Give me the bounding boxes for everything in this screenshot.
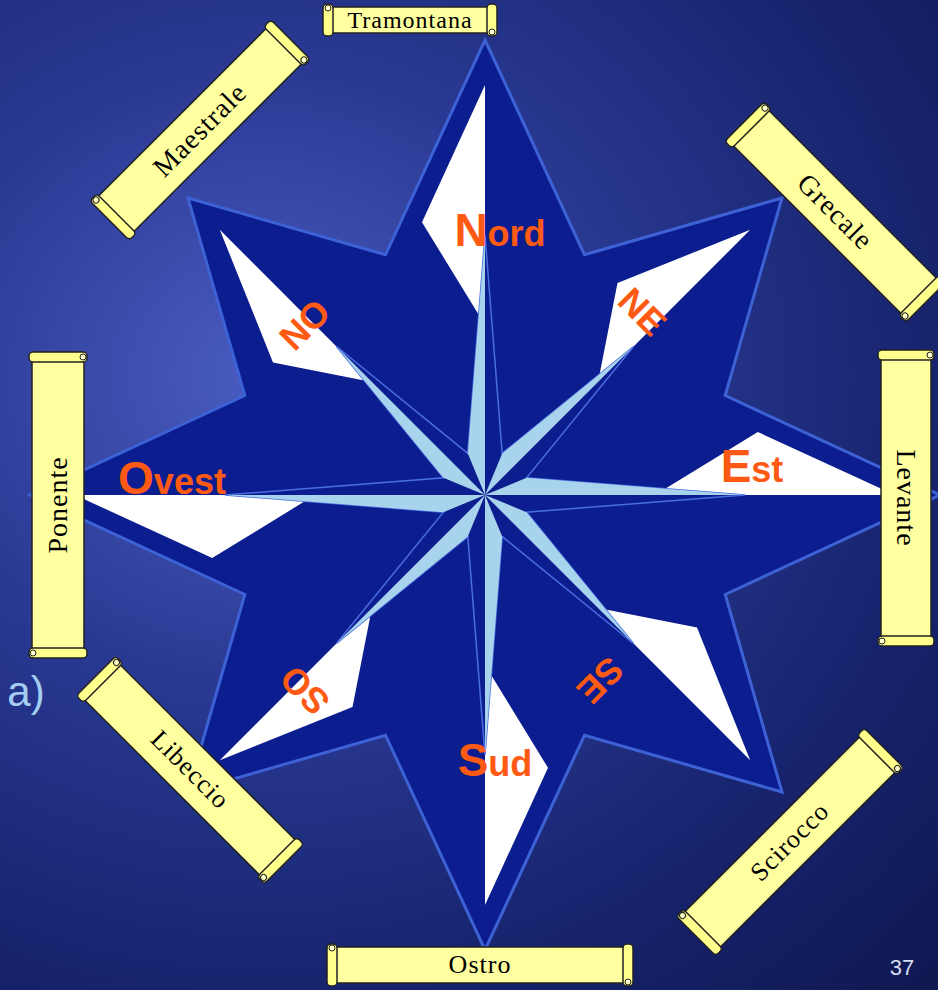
- scroll-roll: [29, 352, 87, 362]
- wind-scroll: Levante: [878, 348, 934, 648]
- scroll-curl: [259, 873, 267, 881]
- wind-name: Levante: [890, 449, 922, 546]
- wind-name: Ponente: [42, 456, 74, 553]
- scroll-curl: [80, 354, 86, 360]
- scroll-curl: [893, 764, 901, 772]
- inner-light-halves: [225, 235, 745, 755]
- scroll-curl: [761, 104, 769, 112]
- scroll-roll: [29, 648, 87, 658]
- light-n: [468, 235, 485, 495]
- scroll-roll: [264, 20, 311, 67]
- scroll-curl: [625, 979, 631, 985]
- scroll-curl: [489, 29, 495, 35]
- scroll-roll: [676, 909, 723, 956]
- scroll-roll: [857, 728, 904, 775]
- light-nw: [337, 347, 486, 496]
- scroll-curl: [329, 945, 335, 951]
- scroll-curl: [879, 638, 885, 644]
- direction-label: Ovest: [118, 455, 226, 501]
- kite-s: [485, 665, 548, 905]
- wind-scroll: Ostro: [325, 944, 635, 986]
- kite-w: [75, 495, 315, 558]
- light-e: [485, 478, 745, 495]
- direction-label: Est: [721, 443, 784, 489]
- light-sw: [337, 495, 486, 644]
- scroll-curl: [927, 352, 933, 358]
- page-number: 37: [890, 957, 914, 979]
- scroll-curl: [325, 5, 331, 11]
- item-marker: a): [7, 671, 44, 713]
- inner-star: [225, 235, 745, 755]
- scroll-curl: [112, 658, 120, 666]
- direction-label: Sud: [458, 737, 533, 783]
- wind-scroll: Tramontana: [321, 4, 499, 36]
- scroll-roll: [327, 944, 337, 986]
- scroll-roll: [487, 4, 497, 36]
- outer-star: [30, 40, 938, 950]
- scroll-body: [83, 663, 298, 878]
- light-ne: [485, 347, 634, 496]
- light-s: [485, 495, 502, 755]
- scroll-body: [329, 7, 491, 33]
- wind-scroll: Ponente: [29, 350, 87, 660]
- scroll-roll: [323, 4, 333, 36]
- scroll-curl: [901, 312, 909, 320]
- scroll-body: [96, 26, 304, 234]
- direction-label: Nord: [454, 207, 545, 253]
- wind-name: Maestrale: [146, 76, 253, 183]
- scroll-body: [881, 356, 931, 640]
- light-w: [225, 495, 485, 512]
- scroll-roll: [878, 636, 934, 646]
- scroll-roll: [623, 944, 633, 986]
- scroll-body: [683, 735, 898, 950]
- scroll-roll: [725, 102, 772, 149]
- kite-e: [655, 432, 895, 495]
- scroll-curl: [92, 196, 100, 204]
- scroll-roll: [878, 350, 934, 360]
- scroll-curl: [30, 650, 36, 656]
- scroll-curl: [300, 56, 308, 64]
- white-kites: [75, 85, 895, 905]
- scroll-roll: [257, 837, 304, 884]
- scroll-curl: [678, 911, 686, 919]
- scroll-roll: [90, 194, 137, 241]
- wind-name: Tramontana: [347, 7, 472, 34]
- scroll-body: [333, 947, 627, 983]
- wind-name: Ostro: [449, 950, 512, 980]
- scroll-roll: [899, 276, 938, 323]
- scroll-body: [32, 358, 84, 652]
- scroll-roll: [76, 656, 123, 703]
- light-se: [485, 495, 634, 644]
- scroll-body: [731, 108, 938, 316]
